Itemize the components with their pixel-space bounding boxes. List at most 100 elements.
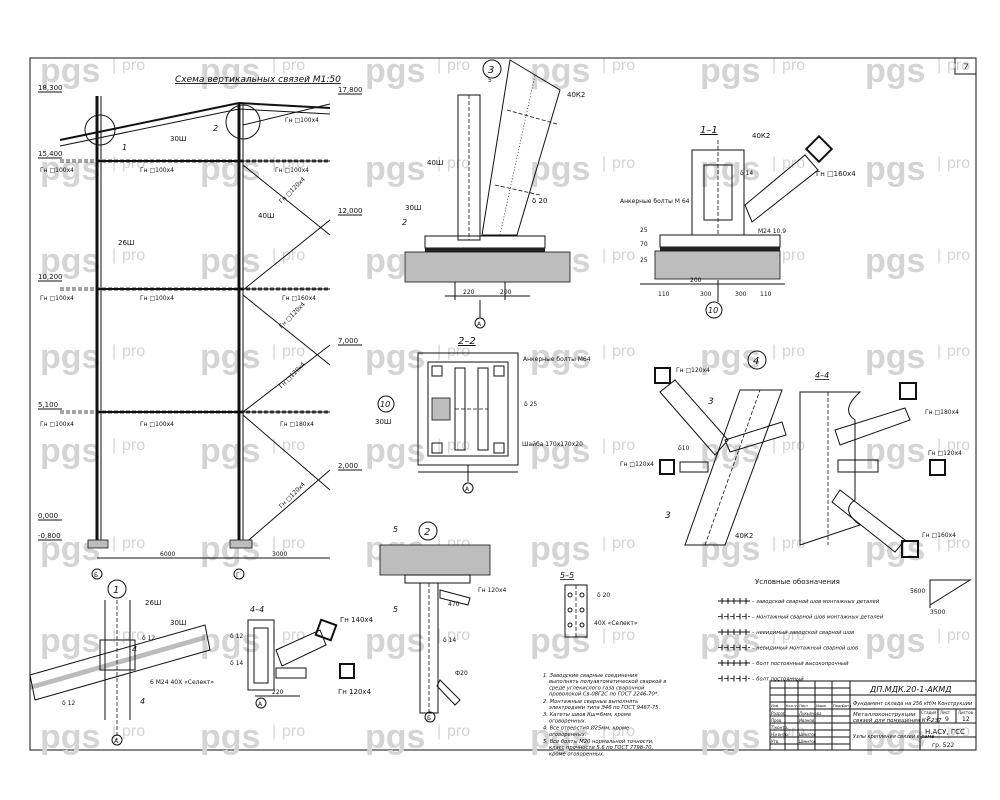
svg-text:|: | xyxy=(437,723,441,740)
svg-text:pro: pro xyxy=(447,627,470,644)
svg-text:pro: pro xyxy=(122,437,145,454)
svg-text:pgs: pgs xyxy=(700,622,760,660)
sec11-brace: Гн □160х4 xyxy=(816,170,856,178)
watermark-tile: pgs|pro xyxy=(40,52,145,90)
watermark-tile: pgs|pro xyxy=(365,150,470,188)
svg-text:|: | xyxy=(772,343,776,360)
svg-text:pro: pro xyxy=(282,343,305,360)
label-col-26sh: 26Ш xyxy=(118,239,134,247)
svg-text:pgs: pgs xyxy=(200,52,260,90)
sec11-v70: 70 xyxy=(640,241,648,248)
svg-text:pro: pro xyxy=(612,57,635,74)
watermark-tile: pgs|pro xyxy=(530,622,635,660)
stamp-role: Пров. xyxy=(771,718,783,723)
svg-text:pgs: pgs xyxy=(40,242,100,280)
svg-text:pgs: pgs xyxy=(200,242,260,280)
sec22-axis: 10 xyxy=(380,400,390,409)
node1-beam: 26Ш xyxy=(145,599,161,607)
svg-text:– невидимый заводской сварной: – невидимый заводской сварной шов xyxy=(752,630,854,636)
node3-plate: δ 20 xyxy=(532,197,547,205)
stamp-col-head: Подп. xyxy=(833,704,844,708)
watermark-tile: pgs|pro xyxy=(865,432,970,470)
svg-text:|: | xyxy=(437,343,441,360)
svg-text:pgs: pgs xyxy=(365,432,425,470)
svg-text:pro: pro xyxy=(947,343,970,360)
svg-text:|: | xyxy=(112,57,116,74)
node3-col: 40Ш xyxy=(427,159,443,167)
svg-text:– монтажный сварной шов монтаж: – монтажный сварной шов монтажных детале… xyxy=(752,615,884,621)
label-gn100-6: Гн □100х4 xyxy=(140,295,174,302)
elev-18300: 18,300 xyxy=(38,84,63,92)
svg-text:|: | xyxy=(772,57,776,74)
svg-text:pgs: pgs xyxy=(700,338,760,376)
watermark-tile: pgs|pro xyxy=(200,338,305,376)
node-3: 3 5 40Ш 40К2 30Ш δ 20 220 200 А 2 xyxy=(402,59,585,329)
title-block: ДП.МДК.20-1-АКМД Фундамент склада на 256… xyxy=(769,680,977,751)
node3-sub: 5 xyxy=(488,77,492,84)
svg-text:|: | xyxy=(112,343,116,360)
note-item: 5. Все болты М20 нормальной точности,кла… xyxy=(543,739,654,757)
watermark-tile: pgs|pro xyxy=(865,242,970,280)
sec55-title: 5–5 xyxy=(560,571,574,580)
stamp-stage: Р xyxy=(927,716,931,723)
label-gn180: Гн □180х4 xyxy=(280,421,314,428)
svg-text:pgs: pgs xyxy=(365,338,425,376)
sec11-dim-110a: 110 xyxy=(658,291,670,298)
watermark-tile: pgs|pro xyxy=(40,242,145,280)
elev-5100: 5,100 xyxy=(38,401,58,409)
svg-text:pro: pro xyxy=(782,343,805,360)
node2-axis: Б xyxy=(427,715,431,722)
svg-text:|: | xyxy=(602,437,606,454)
svg-text:pro: pro xyxy=(282,437,305,454)
watermark-tile: pgs | pro xyxy=(40,432,145,470)
label-col-40sh: 40Ш xyxy=(258,212,274,220)
stamp-col-head: Изм. xyxy=(771,704,779,708)
node1-bolts: 6 М24 40Х «Селект» xyxy=(150,679,214,686)
svg-text:– болт постоянный: – болт постоянный xyxy=(752,677,804,683)
stamp-col-head: №док xyxy=(816,704,827,708)
watermark-tile: pgs|pro xyxy=(40,530,145,568)
sec22-bolts: Анкерные болты М64 xyxy=(523,356,591,363)
svg-text:|: | xyxy=(272,723,276,740)
svg-text:pro: pro xyxy=(122,57,145,74)
svg-text:pro: pro xyxy=(447,437,470,454)
watermark-tile: pgs|pro xyxy=(200,150,305,188)
svg-text:|: | xyxy=(272,247,276,264)
purlin-label: 30Ш xyxy=(170,135,186,143)
svg-text:pgs: pgs xyxy=(530,338,590,376)
legend-item: – монтажный сварной шов монтажных детале… xyxy=(718,613,884,621)
watermark-tile: pgs|pro xyxy=(200,718,305,756)
watermark-tile: pgs|pro xyxy=(530,530,635,568)
node2-plate: δ 14 xyxy=(443,637,456,644)
watermark-grid: pgs | pro pgs | pro pgs | pro pgs | pro pgs | pro pgs | p… xyxy=(40,52,970,756)
svg-text:pgs: pgs xyxy=(40,432,100,470)
elev-2000: 2,000 xyxy=(338,462,358,470)
svg-text:pro: pro xyxy=(122,535,145,552)
callout-1: 1 xyxy=(122,143,127,152)
svg-text:|: | xyxy=(602,535,606,552)
stamp-name: Лукьянова xyxy=(798,711,822,716)
svg-text:|: | xyxy=(772,723,776,740)
node44-sec: 4–4 xyxy=(250,605,264,614)
svg-text:pro: pro xyxy=(947,57,970,74)
node44-axis: А xyxy=(258,701,263,708)
svg-text:pgs: pgs xyxy=(365,150,425,188)
svg-text:pgs: pgs xyxy=(865,338,925,376)
svg-text:pro: pro xyxy=(122,723,145,740)
svg-text:pro: pro xyxy=(612,437,635,454)
node4-callout: 4 xyxy=(753,356,759,367)
watermark-tile: pgs|pro xyxy=(365,718,470,756)
page-number: 7 xyxy=(963,63,969,73)
section-2-2: 2–2 Анкерные болты М64 δ 25 Шайба 170х17… xyxy=(375,336,591,494)
svg-text:pgs: pgs xyxy=(200,622,260,660)
sec11-v25b: 25 xyxy=(640,257,648,264)
elev-17800: 17,800 xyxy=(338,86,363,94)
svg-text:|: | xyxy=(437,627,441,644)
node-4-4-bottom: 4–4 Гн 140х4 Гн 120х4 δ 12 δ 14 220 А xyxy=(230,605,374,709)
svg-text:|: | xyxy=(937,343,941,360)
stamp-sheets: 12 xyxy=(962,716,970,723)
svg-text:|: | xyxy=(112,437,116,454)
svg-text:pgs: pgs xyxy=(200,718,260,756)
svg-text:pro: pro xyxy=(122,343,145,360)
